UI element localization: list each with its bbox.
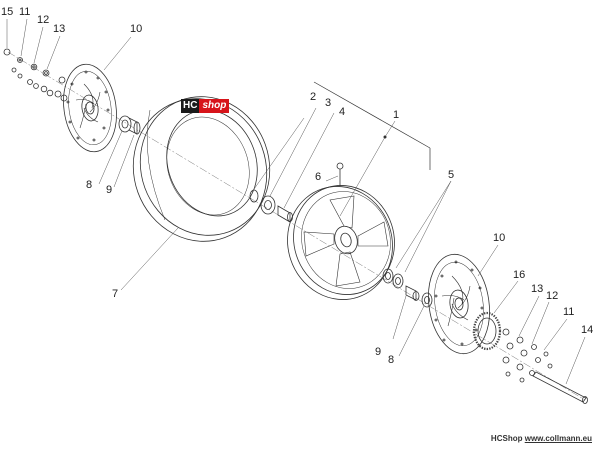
- right-spacer: [405, 285, 433, 308]
- badge-suffix: shop: [199, 99, 230, 113]
- right-bolt-stack: [502, 328, 553, 383]
- hub-bearing-set: [249, 189, 293, 223]
- abs-tone-ring: [472, 311, 502, 351]
- right-brake-disc: [428, 253, 490, 355]
- right-bearings: [382, 268, 404, 289]
- footer-brand: HCShop: [490, 434, 523, 443]
- badge-prefix: HC: [181, 99, 200, 113]
- callout-9: 9: [106, 184, 113, 196]
- callout-1: 1: [393, 109, 400, 121]
- left-bolt-stack: [3, 48, 68, 102]
- callout-7: 7: [112, 288, 119, 300]
- callout-16: 16: [513, 269, 526, 281]
- callout-6: 6: [315, 171, 322, 183]
- callout-13: 13: [53, 23, 66, 35]
- callout-4: 4: [339, 106, 346, 118]
- hcshop-logo-badge: HC shop: [181, 99, 230, 113]
- callout-2: 2: [310, 91, 317, 103]
- callout-12: 12: [37, 14, 50, 26]
- left-bearing: [118, 115, 141, 135]
- assembly-axis-line: [7, 51, 586, 401]
- callout-11-right: 11: [563, 306, 575, 318]
- callout-3: 3: [325, 97, 332, 109]
- left-brake-disc: [63, 63, 117, 153]
- callout-8: 8: [86, 179, 93, 191]
- footer-site-link[interactable]: www.collmann.eu: [524, 434, 592, 443]
- front-axle: [532, 371, 588, 404]
- callout-14: 14: [581, 324, 594, 336]
- footer-credit: HCShop www.collmann.eu: [491, 434, 592, 443]
- callout-9-right: 9: [375, 346, 382, 358]
- wheel-rim: [287, 185, 395, 300]
- valve-stem: [336, 162, 344, 186]
- callout-11: 11: [19, 6, 31, 18]
- callout-8-right: 8: [388, 354, 395, 366]
- callout-5: 5: [448, 169, 455, 181]
- callout-12-right: 12: [546, 290, 559, 302]
- reference-dot: [383, 135, 387, 139]
- callout-13-right: 13: [531, 283, 544, 295]
- callout-15: 15: [1, 6, 14, 18]
- callout-10: 10: [130, 23, 143, 35]
- callout-10-right: 10: [493, 232, 506, 244]
